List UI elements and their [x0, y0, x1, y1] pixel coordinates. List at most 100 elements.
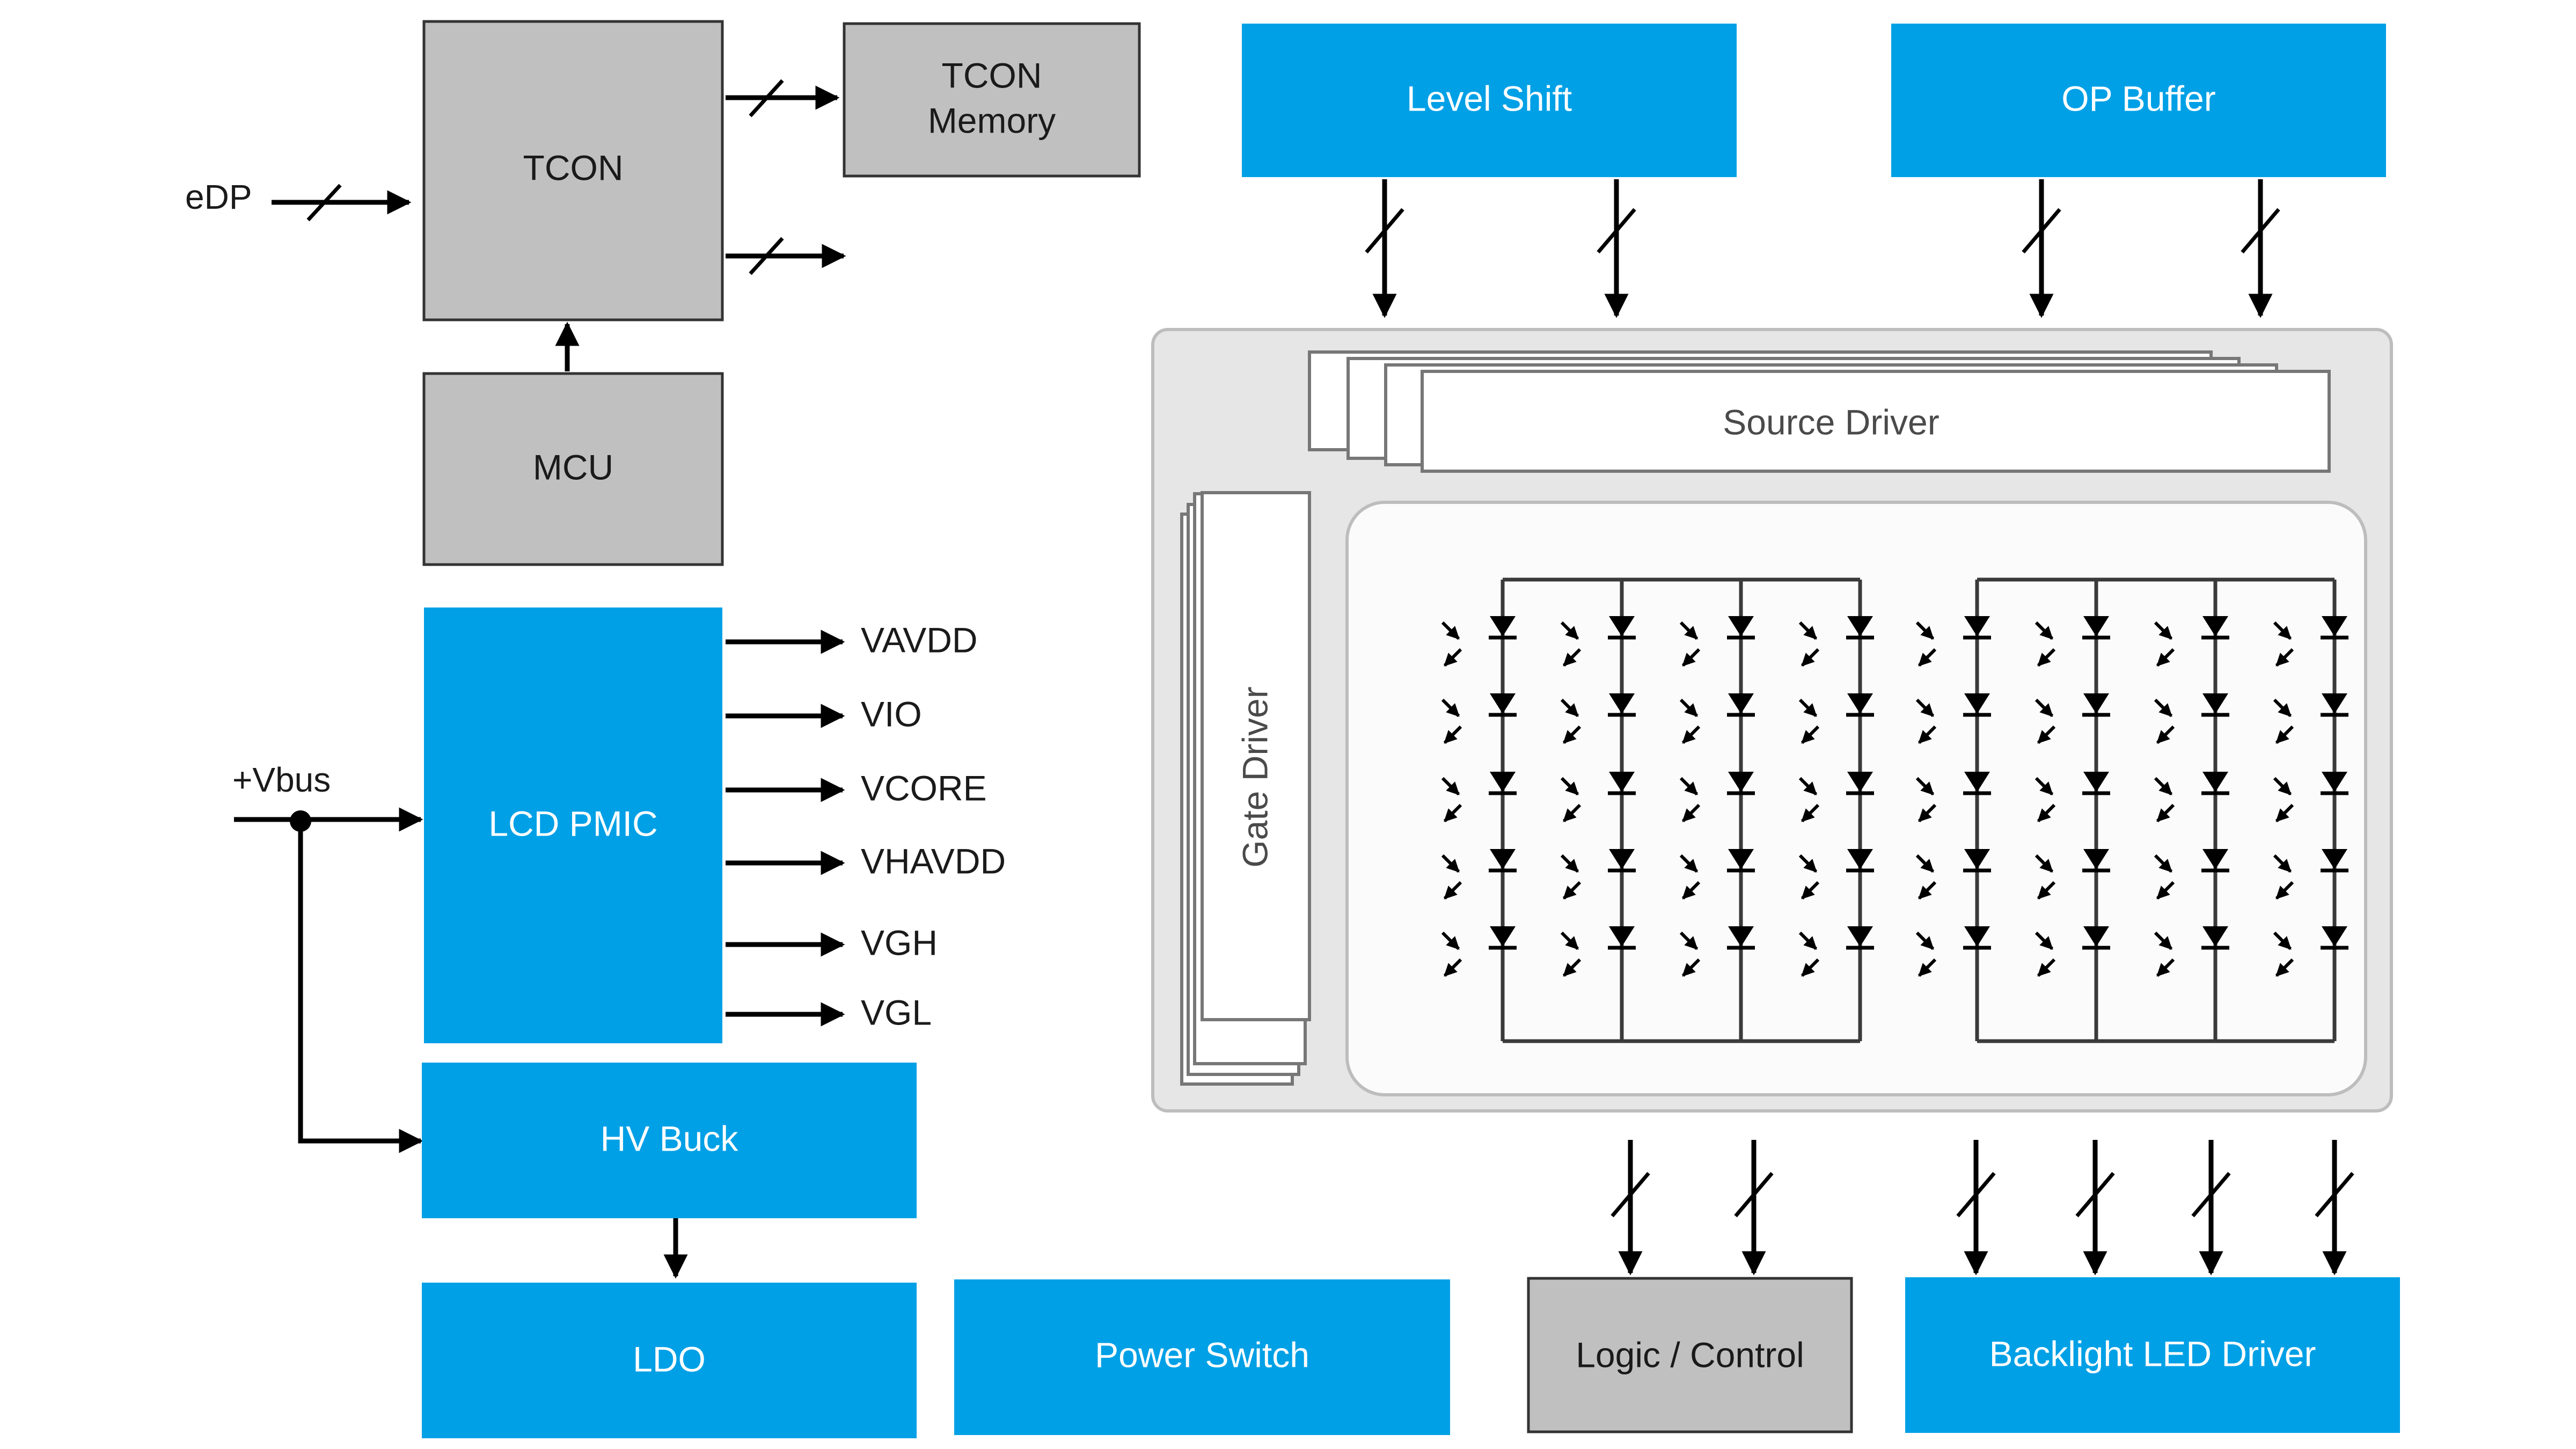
ldo-label: LDO	[633, 1339, 706, 1379]
panel-output-bus-arrow	[2075, 1140, 2115, 1276]
led	[1915, 926, 1991, 977]
lcd-panel: Source Driver Gate Driver	[1151, 328, 2393, 1113]
vbus-distribution-lines	[234, 807, 423, 1153]
panel-output-bus-arrow	[1956, 1140, 1996, 1276]
gate-driver-stack: Gate Driver	[1180, 491, 1311, 1086]
tcon-memory-label-line2: Memory	[928, 100, 1056, 140]
led	[1441, 693, 1517, 744]
led	[2035, 926, 2110, 977]
led-array	[1441, 577, 2348, 1043]
led	[1915, 693, 1991, 744]
led	[2154, 849, 2229, 900]
led	[1560, 616, 1636, 667]
lcd-pmic-block: LCD PMIC	[424, 608, 722, 1043]
ldo-block: LDO	[422, 1283, 917, 1438]
led	[1560, 693, 1636, 744]
panel-output-bus-arrow	[1611, 1140, 1650, 1276]
op-buffer-label: OP Buffer	[2061, 78, 2215, 118]
led	[1441, 772, 1517, 823]
backlight-led-driver-label: Backlight LED Driver	[1989, 1334, 2316, 1373]
pmic-output-label-vgh: VGH	[861, 923, 938, 962]
pmic-output-label-vhavdd: VHAVDD	[861, 841, 1006, 881]
led	[1798, 772, 1874, 823]
source-driver-label: Source Driver	[1723, 402, 1939, 442]
level-shift-label: Level Shift	[1407, 78, 1572, 118]
pmic-output-label-vgl: VGL	[861, 992, 932, 1032]
led	[2273, 693, 2348, 744]
led	[1679, 772, 1755, 823]
led	[1679, 616, 1755, 667]
top-bus-arrows	[1365, 179, 2280, 318]
tcon-memory-block: TCON Memory	[843, 22, 1141, 178]
tcon-to-memory-bus-arrow	[726, 79, 840, 118]
led	[1679, 693, 1755, 744]
bottom-bus-arrows	[1611, 1140, 2354, 1276]
lcd-pmic-label: LCD PMIC	[488, 803, 657, 843]
led	[2154, 616, 2229, 667]
led	[1798, 693, 1874, 744]
led	[1679, 849, 1755, 900]
led	[2273, 772, 2348, 823]
hv-buck-block: HV Buck	[422, 1063, 917, 1218]
led	[1441, 849, 1517, 900]
led	[1798, 616, 1874, 667]
panel-input-bus-arrow	[1597, 179, 1636, 318]
edp-bus-arrow	[272, 184, 412, 222]
tcon-label: TCON	[523, 148, 624, 187]
led	[1560, 772, 1636, 823]
panel-output-bus-arrow	[1734, 1140, 1774, 1276]
logic-control-label: Logic / Control	[1576, 1335, 1804, 1374]
gate-driver-front	[1201, 491, 1311, 1021]
tcon-memory-label-line1: TCON	[942, 55, 1042, 95]
led	[1441, 926, 1517, 977]
led	[1560, 926, 1636, 977]
vbus-label: +Vbus	[232, 760, 331, 799]
led	[2154, 926, 2229, 977]
pmic-output-label-vio: VIO	[861, 694, 922, 734]
tcon-output-bus-arrow	[726, 237, 846, 275]
logic-control-block: Logic / Control	[1527, 1277, 1853, 1433]
led	[1915, 849, 1991, 900]
led	[2273, 926, 2348, 977]
led-group-2	[1915, 577, 2348, 1043]
led	[2035, 772, 2110, 823]
panel-output-bus-arrow	[2191, 1140, 2231, 1276]
led	[2273, 849, 2348, 900]
tcon-block: TCON	[422, 20, 724, 321]
pmic-output-label-vcore: VCORE	[861, 768, 987, 808]
mcu-block: MCU	[422, 372, 724, 566]
pmic-outputs: VAVDD VIO VCORE VHAVDD VGH VGL	[726, 620, 1006, 1032]
led	[2273, 616, 2348, 667]
led	[2035, 849, 2110, 900]
panel-input-bus-arrow	[2241, 179, 2280, 318]
op-buffer-block: OP Buffer	[1891, 24, 2386, 177]
led	[2035, 616, 2110, 667]
edp-label: eDP	[185, 178, 252, 216]
backlight-led-driver-block: Backlight LED Driver	[1905, 1277, 2400, 1433]
mcu-label: MCU	[533, 447, 613, 487]
source-driver-front	[1421, 370, 2331, 473]
led	[1798, 849, 1874, 900]
led	[1915, 616, 1991, 667]
gate-driver-label: Gate Driver	[1235, 686, 1275, 867]
source-driver-stack: Source Driver	[1308, 350, 2331, 473]
hv-buck-label: HV Buck	[601, 1118, 739, 1158]
led	[2154, 693, 2229, 744]
panel-input-bus-arrow	[1365, 179, 1404, 318]
led-group-1	[1441, 577, 1874, 1043]
led	[1679, 926, 1755, 977]
led	[1441, 616, 1517, 667]
led	[1798, 926, 1874, 977]
power-switch-label: Power Switch	[1095, 1335, 1309, 1374]
panel-input-bus-arrow	[2022, 179, 2061, 318]
power-switch-block: Power Switch	[954, 1279, 1450, 1435]
led	[1560, 849, 1636, 900]
level-shift-block: Level Shift	[1242, 24, 1737, 177]
led-array-area	[1345, 501, 2367, 1096]
pmic-output-label-vavdd: VAVDD	[861, 620, 978, 660]
panel-output-bus-arrow	[2315, 1140, 2354, 1276]
led	[2154, 772, 2229, 823]
led	[1915, 772, 1991, 823]
led	[2035, 693, 2110, 744]
